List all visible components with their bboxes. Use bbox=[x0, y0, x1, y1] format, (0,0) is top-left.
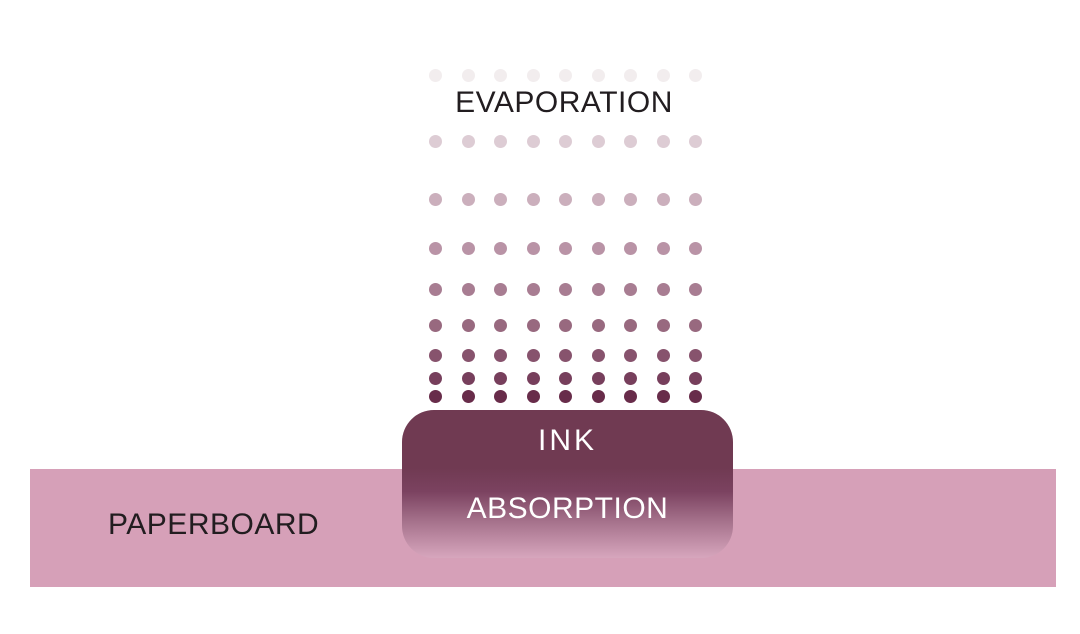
vapor-dot bbox=[461, 68, 475, 82]
vapor-dot bbox=[558, 68, 572, 82]
vapor-dot bbox=[591, 318, 605, 332]
vapor-dot bbox=[656, 68, 670, 82]
vapor-dot bbox=[428, 371, 442, 385]
vapor-dot bbox=[526, 348, 540, 362]
vapor-dot bbox=[526, 134, 540, 148]
vapor-dot bbox=[623, 389, 637, 403]
vapor-dot bbox=[526, 68, 540, 82]
vapor-dot bbox=[461, 134, 475, 148]
vapor-dot bbox=[526, 282, 540, 296]
vapor-dot bbox=[656, 282, 670, 296]
vapor-dot bbox=[591, 68, 605, 82]
vapor-dot bbox=[591, 348, 605, 362]
vapor-dot bbox=[623, 241, 637, 255]
vapor-dot bbox=[656, 348, 670, 362]
vapor-dot bbox=[623, 192, 637, 206]
vapor-dot bbox=[493, 192, 507, 206]
vapor-dot bbox=[526, 371, 540, 385]
evaporation-label: EVAPORATION bbox=[455, 86, 673, 119]
vapor-dot bbox=[656, 241, 670, 255]
ink-block: INK ABSORPTION bbox=[402, 410, 733, 558]
vapor-dot bbox=[526, 389, 540, 403]
vapor-dot bbox=[591, 282, 605, 296]
vapor-dot bbox=[558, 241, 572, 255]
vapor-dot bbox=[493, 282, 507, 296]
vapor-dot bbox=[428, 348, 442, 362]
vapor-dot bbox=[461, 371, 475, 385]
vapor-dot bbox=[591, 134, 605, 148]
vapor-dot bbox=[558, 371, 572, 385]
vapor-dot bbox=[526, 192, 540, 206]
vapor-dot bbox=[526, 241, 540, 255]
vapor-dot bbox=[493, 371, 507, 385]
vapor-dot bbox=[493, 241, 507, 255]
vapor-dot bbox=[623, 318, 637, 332]
vapor-dot bbox=[493, 134, 507, 148]
vapor-dot bbox=[688, 371, 702, 385]
vapor-dot bbox=[688, 348, 702, 362]
vapor-dot bbox=[558, 134, 572, 148]
vapor-dot bbox=[623, 68, 637, 82]
vapor-dot bbox=[656, 389, 670, 403]
vapor-dot bbox=[558, 318, 572, 332]
vapor-dot bbox=[428, 241, 442, 255]
vapor-dot bbox=[591, 241, 605, 255]
vapor-dot bbox=[428, 134, 442, 148]
vapor-dot bbox=[623, 348, 637, 362]
vapor-dot bbox=[623, 134, 637, 148]
vapor-dot bbox=[558, 282, 572, 296]
vapor-dot bbox=[493, 318, 507, 332]
vapor-dot bbox=[558, 389, 572, 403]
vapor-dot bbox=[623, 282, 637, 296]
vapor-dot bbox=[461, 348, 475, 362]
vapor-dot bbox=[461, 389, 475, 403]
vapor-dot bbox=[591, 389, 605, 403]
vapor-dot bbox=[688, 192, 702, 206]
vapor-dot bbox=[461, 241, 475, 255]
vapor-dot bbox=[688, 241, 702, 255]
vapor-dot bbox=[526, 318, 540, 332]
vapor-dot bbox=[493, 348, 507, 362]
vapor-dot bbox=[688, 134, 702, 148]
vapor-dot bbox=[591, 371, 605, 385]
vapor-dot bbox=[656, 192, 670, 206]
paperboard-label: PAPERBOARD bbox=[108, 508, 320, 541]
vapor-dot bbox=[623, 371, 637, 385]
vapor-dot bbox=[656, 134, 670, 148]
vapor-dot bbox=[493, 68, 507, 82]
vapor-dot bbox=[558, 192, 572, 206]
ink-label: INK bbox=[537, 424, 597, 457]
vapor-dot bbox=[428, 68, 442, 82]
vapor-dot bbox=[656, 371, 670, 385]
vapor-dot bbox=[558, 348, 572, 362]
absorption-label: ABSORPTION bbox=[466, 492, 669, 525]
vapor-dot bbox=[461, 192, 475, 206]
vapor-dot bbox=[656, 318, 670, 332]
vapor-dot bbox=[461, 318, 475, 332]
vapor-dot bbox=[493, 389, 507, 403]
vapor-dot bbox=[688, 318, 702, 332]
vapor-dot bbox=[461, 282, 475, 296]
vapor-dot bbox=[688, 389, 702, 403]
vapor-dot bbox=[688, 68, 702, 82]
vapor-dot bbox=[428, 192, 442, 206]
vapor-dot bbox=[591, 192, 605, 206]
vapor-dot bbox=[688, 282, 702, 296]
vapor-dot bbox=[428, 389, 442, 403]
vapor-dot bbox=[428, 318, 442, 332]
vapor-dot bbox=[428, 282, 442, 296]
